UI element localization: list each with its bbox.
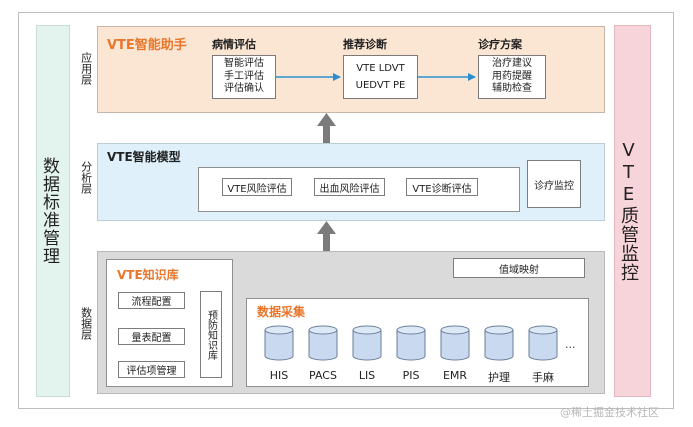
diagnosis-box: VTE LDVT UEDVT PE bbox=[343, 55, 418, 99]
data-collection-title: 数据采集 bbox=[257, 305, 306, 319]
assessment-item: 智能评估 bbox=[224, 58, 264, 70]
diagnosis-line: VTE LDVT bbox=[356, 63, 405, 74]
vte-risk-step: VTE风险评估 bbox=[222, 178, 292, 196]
layer-label-analysis: 分析层 bbox=[79, 160, 93, 194]
assessment-box: 智能评估 手工评估 评估确认 bbox=[212, 55, 276, 99]
more-sources-ellipsis: ... bbox=[565, 338, 576, 351]
database-icon bbox=[484, 325, 514, 361]
data-standard-panel: 数据标准管理 bbox=[36, 25, 70, 397]
treatment-monitor-box: 诊疗监控 bbox=[527, 160, 581, 208]
layer-label-app: 应用层 bbox=[79, 51, 93, 85]
treatment-item: 治疗建议 bbox=[492, 58, 532, 70]
vte-diagnosis-step: VTE诊断评估 bbox=[406, 178, 478, 196]
col1-heading: 病情评估 bbox=[212, 38, 256, 51]
data-source-label: LIS bbox=[358, 369, 376, 382]
data-source-0: HIS bbox=[257, 324, 301, 384]
scale-config: 量表配置 bbox=[118, 328, 185, 345]
prevention-knowledge-base: 预防知识库 bbox=[200, 291, 222, 378]
knowledge-base-title: VTE知识库 bbox=[117, 268, 179, 282]
app-layer-title: VTE智能助手 bbox=[107, 38, 187, 53]
data-source-3: PIS bbox=[389, 324, 433, 384]
assessment-item-management: 评估项管理 bbox=[118, 361, 185, 378]
value-mapping-box: 值域映射 bbox=[453, 258, 585, 278]
data-source-label: 护理 bbox=[488, 371, 510, 384]
data-source-label: HIS bbox=[269, 369, 289, 382]
data-source-label: 手麻 bbox=[532, 371, 554, 384]
data-source-4: EMR bbox=[433, 324, 477, 384]
data-source-label: PACS bbox=[309, 369, 337, 382]
database-icon bbox=[308, 325, 338, 361]
data-source-label: PIS bbox=[402, 369, 420, 382]
database-icon bbox=[352, 325, 382, 361]
assessment-item: 手工评估 bbox=[224, 70, 264, 82]
layer-label-data: 数据层 bbox=[79, 306, 93, 340]
col2-heading: 推荐诊断 bbox=[343, 38, 387, 51]
data-source-6: 手麻 bbox=[521, 324, 565, 384]
assessment-item: 评估确认 bbox=[224, 83, 264, 95]
database-icon bbox=[440, 325, 470, 361]
treatment-box: 治疗建议 用药提醒 辅助检查 bbox=[478, 55, 546, 99]
database-icon bbox=[528, 325, 558, 361]
up-arrow-data-to-model bbox=[317, 221, 336, 251]
bleeding-risk-step: 出血风险评估 bbox=[314, 178, 385, 196]
treatment-item: 用药提醒 bbox=[492, 70, 532, 82]
vte-quality-panel: VTE质管监控 bbox=[614, 25, 651, 397]
data-source-1: PACS bbox=[301, 324, 345, 384]
diagnosis-line: UEDVT PE bbox=[355, 80, 406, 91]
database-icon bbox=[396, 325, 426, 361]
database-icon bbox=[264, 325, 294, 361]
up-arrow-model-to-app bbox=[317, 113, 336, 143]
data-source-label: EMR bbox=[442, 369, 468, 382]
model-layer-title: VTE智能模型 bbox=[107, 150, 181, 164]
process-config: 流程配置 bbox=[118, 292, 185, 309]
data-standard-label: 数据标准管理 bbox=[39, 157, 59, 265]
vte-quality-label: VTE质管监控 bbox=[618, 140, 639, 282]
data-source-2: LIS bbox=[345, 324, 389, 384]
treatment-item: 辅助检查 bbox=[492, 83, 532, 95]
col3-heading: 诊疗方案 bbox=[478, 38, 522, 51]
watermark: @稀土掘金技术社区 bbox=[560, 406, 659, 419]
data-source-5: 护理 bbox=[477, 324, 521, 384]
